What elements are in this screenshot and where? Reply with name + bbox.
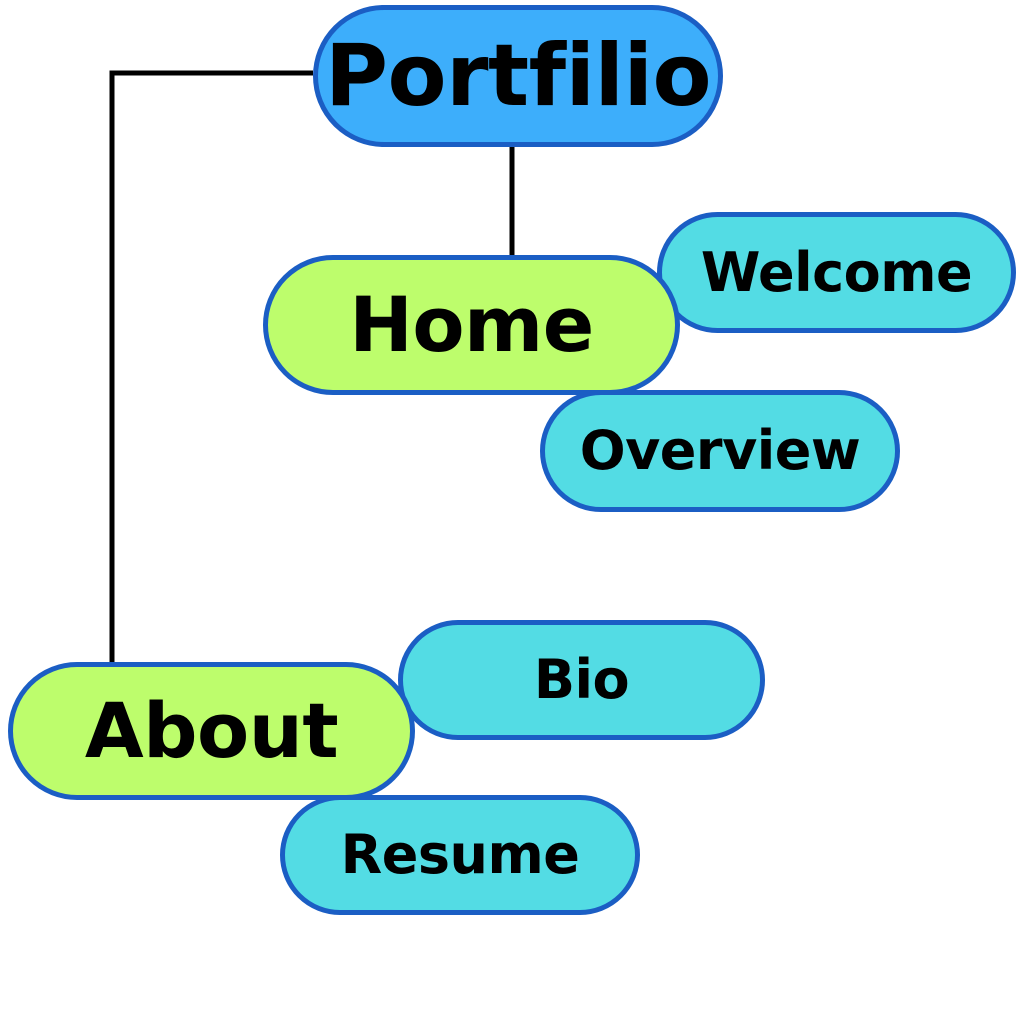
- node-bio[interactable]: Bio: [398, 620, 765, 740]
- node-overview-label: Overview: [579, 419, 861, 482]
- node-resume[interactable]: Resume: [280, 795, 640, 915]
- node-welcome-label: Welcome: [700, 240, 973, 304]
- node-about[interactable]: About: [8, 662, 415, 800]
- node-resume-label: Resume: [340, 823, 580, 886]
- node-root-portfilio[interactable]: Portfilio: [313, 5, 723, 147]
- node-home[interactable]: Home: [263, 255, 680, 395]
- node-overview[interactable]: Overview: [540, 390, 900, 512]
- node-about-label: About: [84, 686, 339, 775]
- node-home-label: Home: [349, 280, 594, 369]
- node-bio-label: Bio: [533, 648, 630, 711]
- node-welcome[interactable]: Welcome: [657, 212, 1016, 333]
- node-root-label: Portfilio: [324, 26, 712, 126]
